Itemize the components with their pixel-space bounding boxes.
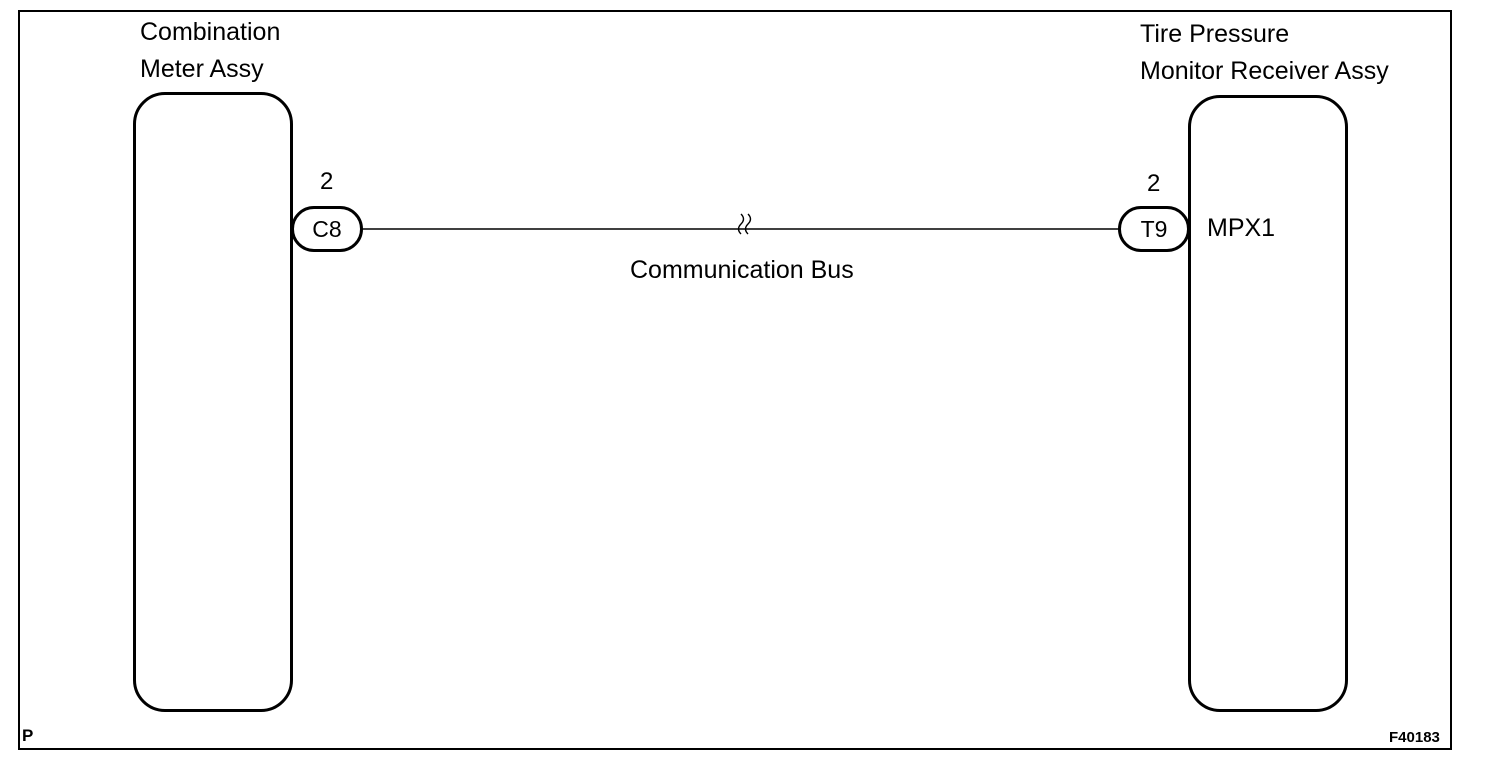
left-connector-code: C8	[312, 215, 342, 242]
left-component-label-line2: Meter Assy	[140, 55, 264, 83]
diagram-frame	[18, 10, 1452, 750]
right-component-label-line1: Tire Pressure	[1140, 20, 1290, 48]
right-component-label: Tire Pressure Monitor Receiver Assy	[1140, 16, 1389, 90]
right-connector: T9	[1118, 206, 1190, 252]
left-component-label-line1: Combination	[140, 18, 281, 46]
right-pin-number: 2	[1147, 170, 1161, 197]
corner-mark: P	[22, 726, 34, 745]
tire-pressure-receiver-box	[1188, 95, 1348, 712]
wire-break-mark	[737, 213, 752, 235]
terminal-name: MPX1	[1207, 214, 1276, 242]
left-pin-number: 2	[320, 168, 334, 195]
left-connector: C8	[291, 206, 363, 252]
combination-meter-box	[133, 92, 293, 712]
figure-id: F40183	[1389, 729, 1440, 746]
wire-label: Communication Bus	[630, 256, 854, 284]
right-component-label-line2: Monitor Receiver Assy	[1140, 57, 1389, 85]
left-component-label: Combination Meter Assy	[140, 14, 280, 88]
right-connector-code: T9	[1140, 215, 1168, 242]
